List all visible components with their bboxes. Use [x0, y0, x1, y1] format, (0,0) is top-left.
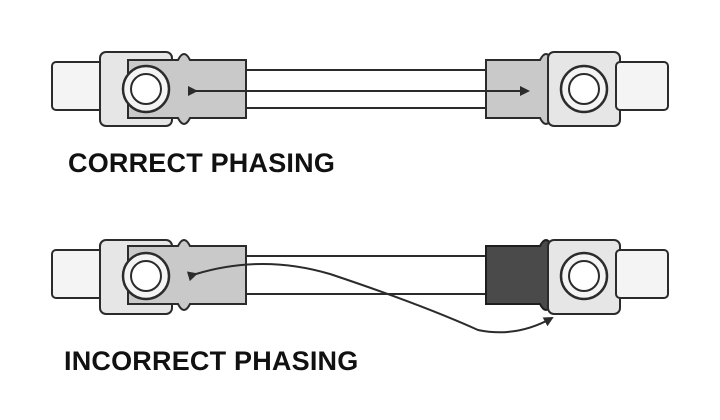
left-end-cap	[51, 61, 105, 111]
curved-arrow-icon	[186, 263, 554, 334]
right-end-cap	[615, 61, 669, 111]
incorrect-phasing-assembly	[51, 239, 669, 334]
driveshaft-tube	[245, 69, 487, 109]
left-end-cap	[51, 249, 105, 299]
correct-phasing-label: CORRECT PHASING	[68, 148, 336, 178]
driveshaft-tube	[245, 255, 487, 295]
right-end-cap	[615, 249, 669, 299]
correct-phasing-assembly	[51, 51, 669, 127]
incorrect-phasing-label: INCORRECT PHASING	[64, 346, 359, 376]
